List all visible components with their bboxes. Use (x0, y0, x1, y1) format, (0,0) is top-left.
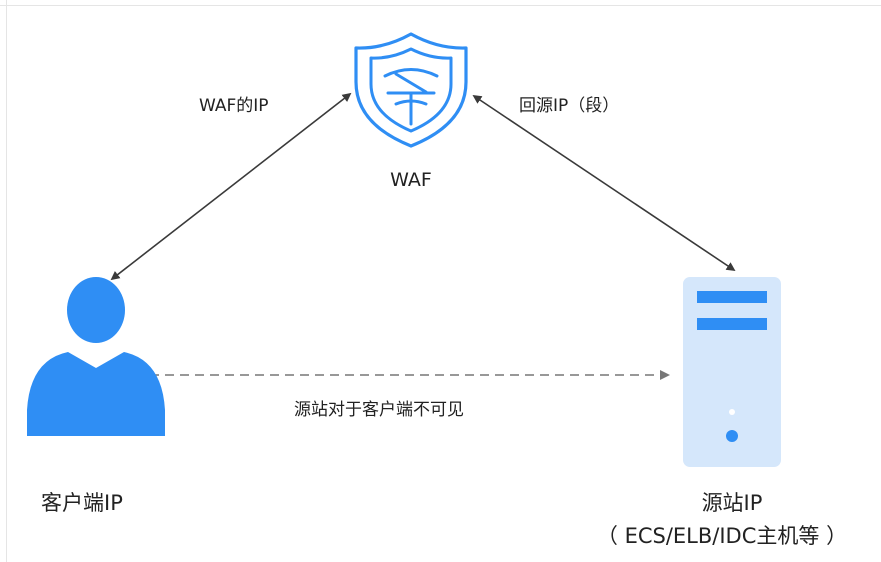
server-icon (683, 277, 781, 467)
origin-types-label: （ ECS/ELB/IDC主机等 ） (596, 524, 848, 548)
waf-ip-label: WAF的IP (199, 96, 269, 116)
frame-left-border (6, 0, 7, 562)
client-ip-label: 客户端IP (41, 491, 123, 515)
shield-icon (354, 32, 468, 148)
client-waf-arrow (110, 92, 352, 281)
waf-origin-arrow (472, 94, 736, 272)
origin-ip-range-label: 回源IP（段） (519, 96, 620, 116)
origin-ip-label: 源站IP (701, 491, 763, 515)
waf-label: WAF (390, 169, 432, 191)
user-icon (27, 277, 165, 436)
hidden-note-label: 源站对于客户端不可见 (294, 400, 464, 420)
frame-top-border (0, 5, 881, 6)
